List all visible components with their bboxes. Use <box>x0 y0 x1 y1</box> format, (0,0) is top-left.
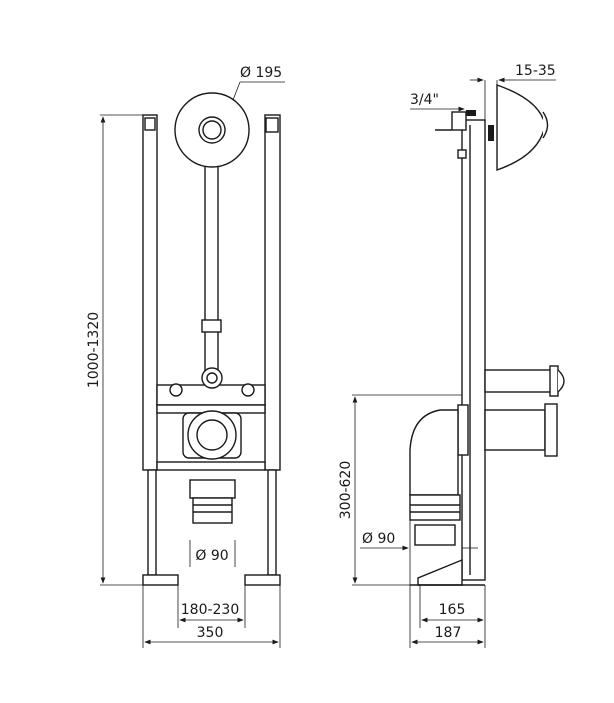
front-view <box>100 81 285 648</box>
plate-offset-label: 15-35 <box>515 63 556 79</box>
side-outlet-diameter-label: Ø 90 <box>362 531 395 547</box>
flush-plate-diameter-label: Ø 195 <box>240 65 282 81</box>
side-view <box>352 77 565 648</box>
front-outlet-diameter-label: Ø 90 <box>195 548 228 564</box>
width-label: 350 <box>197 625 224 641</box>
height-range-label: 1000-1320 <box>86 312 102 388</box>
depth-inner-label: 165 <box>439 602 466 618</box>
inlet-size-label: 3/4" <box>410 92 439 108</box>
depth-total-label: 187 <box>435 625 462 641</box>
outlet-height-label: 300-620 <box>338 461 354 520</box>
foot-spacing-label: 180-230 <box>181 602 240 618</box>
